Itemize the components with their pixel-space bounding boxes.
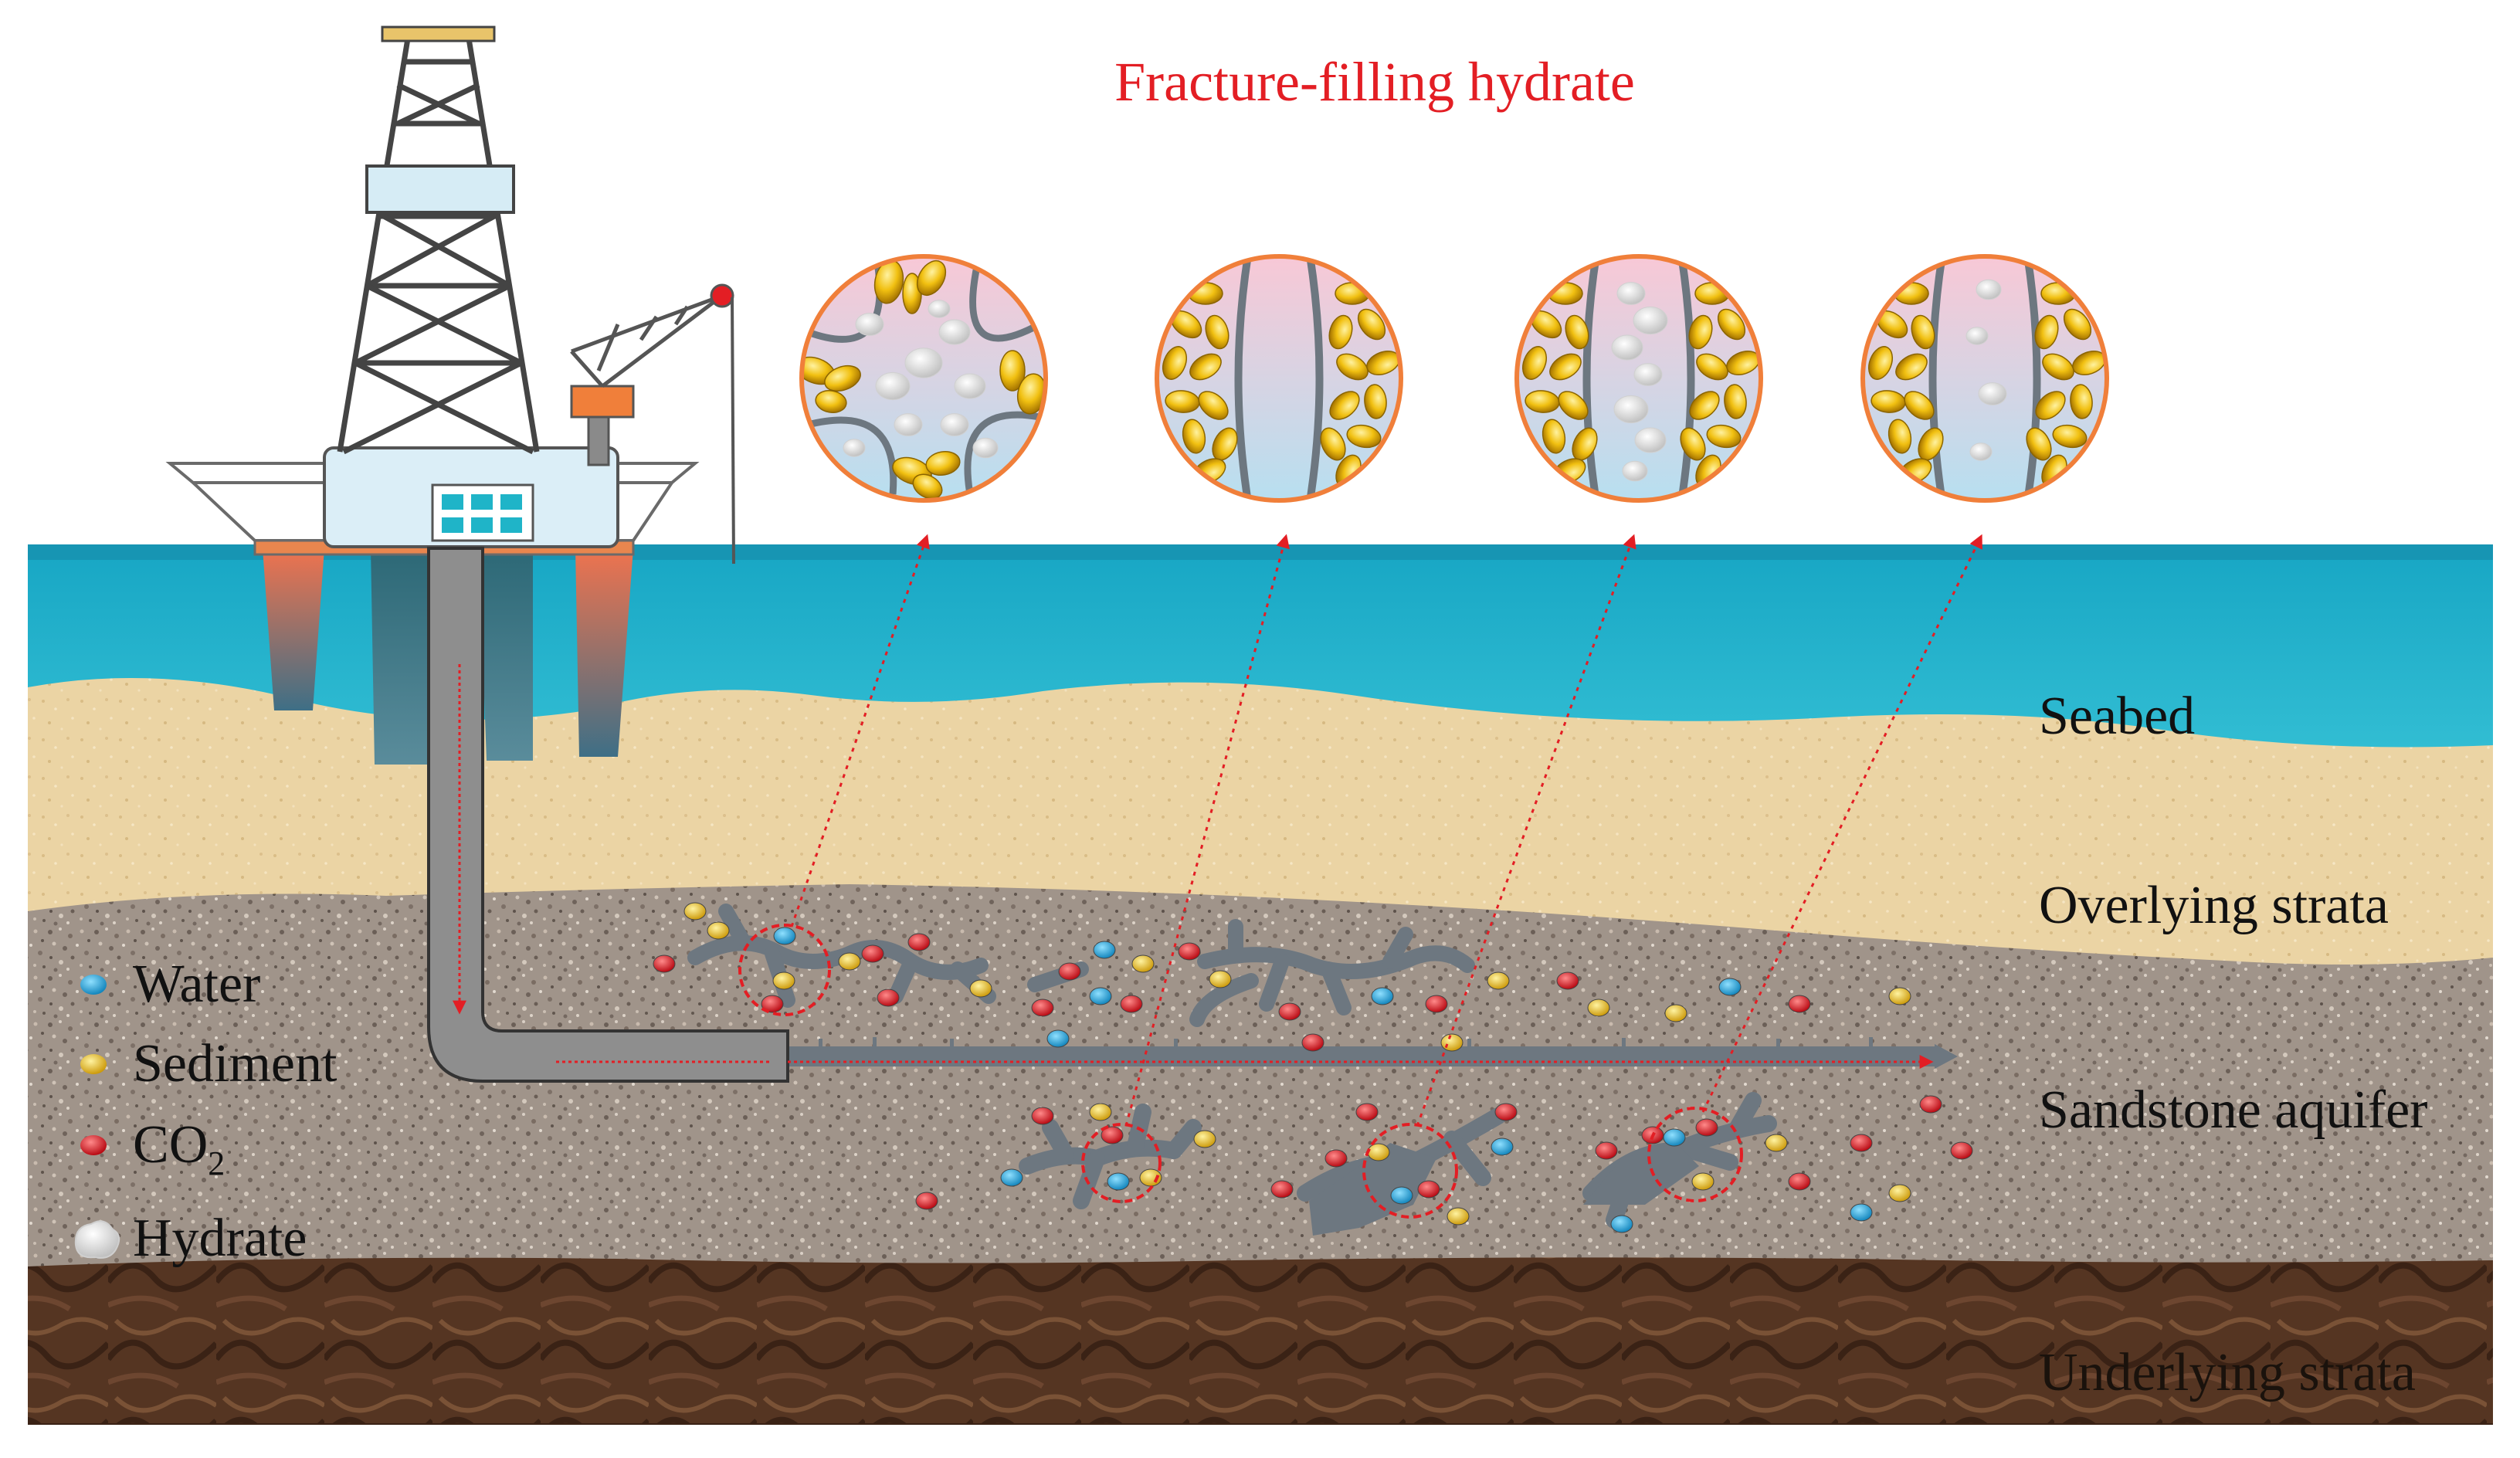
legend-item-sediment: Sediment bbox=[80, 1034, 337, 1094]
co2-icon bbox=[80, 1135, 107, 1155]
connector-arrow-1 bbox=[790, 534, 930, 927]
zoom-markers bbox=[738, 924, 1743, 1219]
legend-item-hydrate: Hydrate bbox=[74, 1209, 307, 1268]
legend: Water Sediment CO2 Hydrate bbox=[74, 954, 337, 1268]
strata-particles bbox=[653, 902, 1973, 1233]
inset-1 bbox=[802, 256, 1046, 500]
figure-title: Fracture-filling hydrate bbox=[1114, 51, 1635, 113]
sediment-icon bbox=[80, 1054, 107, 1074]
layer-label-underlying: Underlying strata bbox=[2039, 1343, 2416, 1402]
legend-label-co2: CO2 bbox=[133, 1115, 225, 1182]
fractures bbox=[687, 904, 1777, 1236]
hydrate-icon bbox=[74, 1220, 120, 1259]
well-pipe bbox=[427, 547, 1934, 1083]
inset-magnifiers bbox=[799, 254, 2109, 503]
connector-arrows bbox=[790, 534, 1982, 1127]
inset-4 bbox=[1863, 256, 2107, 500]
inset-3 bbox=[1517, 256, 1761, 500]
layer-label-aquifer: Sandstone aquifer bbox=[2039, 1080, 2427, 1140]
zoom-marker-1 bbox=[738, 924, 831, 1016]
legend-label-water: Water bbox=[133, 954, 260, 1014]
horizontal-fracture bbox=[780, 1036, 1958, 1069]
legend-item-co2: CO2 bbox=[80, 1115, 225, 1182]
inset-2 bbox=[1157, 256, 1401, 500]
underlying-strata bbox=[28, 1257, 2493, 1425]
legend-label-hydrate: Hydrate bbox=[133, 1209, 307, 1268]
zoom-marker-4 bbox=[1647, 1107, 1743, 1202]
figure-border-bottom bbox=[28, 1423, 2493, 1425]
zoom-marker-2 bbox=[1081, 1123, 1162, 1203]
sea-surface bbox=[28, 544, 2493, 560]
layer-label-seabed: Seabed bbox=[2039, 687, 2195, 746]
water-icon bbox=[80, 975, 107, 995]
layer-label-overlying: Overlying strata bbox=[2039, 876, 2389, 935]
legend-label-sediment: Sediment bbox=[133, 1034, 337, 1094]
zoom-marker-3 bbox=[1362, 1123, 1458, 1219]
connector-arrow-3 bbox=[1416, 534, 1636, 1127]
legend-item-water: Water bbox=[80, 954, 260, 1014]
